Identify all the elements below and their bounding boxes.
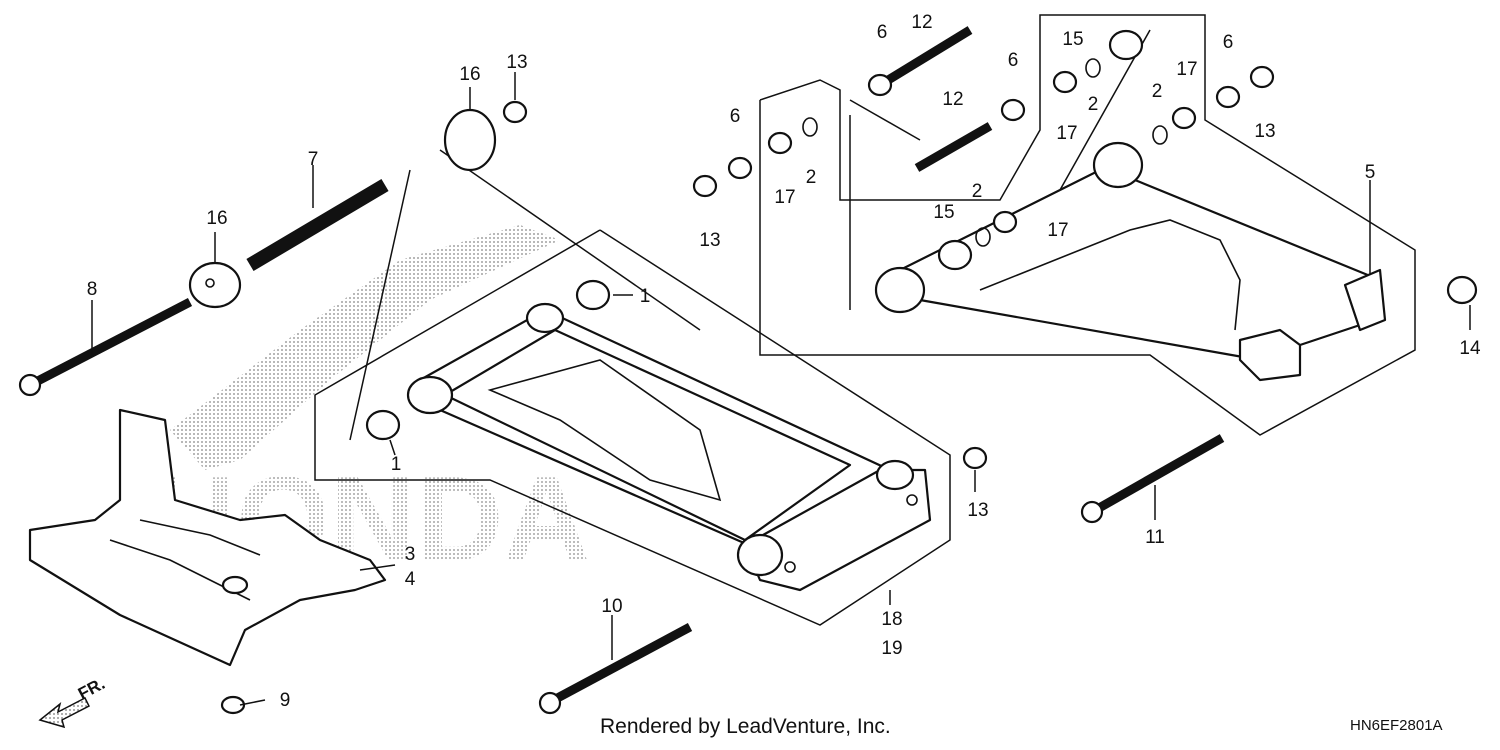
callout-5: 5 xyxy=(1365,162,1376,183)
callout-2a: 2 xyxy=(806,167,817,188)
bolts xyxy=(27,26,1225,706)
callout-6a: 6 xyxy=(877,22,888,43)
leader-lines xyxy=(91,72,1471,706)
callout-17a: 17 xyxy=(774,187,795,208)
callout-16a: 16 xyxy=(459,64,480,85)
callout-10: 10 xyxy=(601,596,622,617)
callout-4: 4 xyxy=(405,569,416,590)
callout-12b: 12 xyxy=(942,89,963,110)
front-arrow: FR. xyxy=(38,674,108,729)
callout-2d: 2 xyxy=(972,181,983,202)
callout-12a: 12 xyxy=(911,12,932,33)
callout-9: 9 xyxy=(280,690,291,711)
front-label: FR. xyxy=(75,674,108,704)
diagram-code: HN6EF2801A xyxy=(1350,717,1443,734)
callout-2c: 2 xyxy=(1152,81,1163,102)
callout-17d: 17 xyxy=(1047,220,1068,241)
swingarm xyxy=(406,302,932,592)
callout-14: 14 xyxy=(1459,338,1481,359)
callouts: 1 1 2 2 2 2 2 3 4 5 6 6 6 6 7 8 9 10 11 … xyxy=(87,12,1481,711)
callout-1b: 1 xyxy=(391,454,402,475)
callout-6d: 6 xyxy=(730,106,741,127)
callout-7: 7 xyxy=(308,149,319,170)
callout-2b: 2 xyxy=(1088,94,1099,115)
callout-16b: 16 xyxy=(206,208,227,229)
small-parts xyxy=(18,29,1478,715)
callout-6c: 6 xyxy=(1223,32,1234,53)
callout-18: 18 xyxy=(881,609,902,630)
skid-plate xyxy=(28,408,387,667)
assembly-outline-right xyxy=(759,14,1416,436)
callout-17b: 17 xyxy=(1056,123,1077,144)
callout-13d: 13 xyxy=(967,500,988,521)
assembly-outline-left xyxy=(314,149,951,626)
callout-17c: 17 xyxy=(1176,59,1197,80)
callout-15a: 15 xyxy=(1062,29,1083,50)
callout-11: 11 xyxy=(1145,527,1165,548)
credit-text: Rendered by LeadVenture, Inc. xyxy=(600,715,891,738)
callout-19: 19 xyxy=(881,638,902,659)
callout-13b: 13 xyxy=(699,230,720,251)
callout-13c: 13 xyxy=(1254,121,1275,142)
callout-1a: 1 xyxy=(640,286,651,307)
callout-8: 8 xyxy=(87,279,98,300)
callout-3: 3 xyxy=(405,544,416,565)
callout-6b: 6 xyxy=(1008,50,1019,71)
callout-13a: 13 xyxy=(506,52,527,73)
callout-15b: 15 xyxy=(933,202,954,223)
